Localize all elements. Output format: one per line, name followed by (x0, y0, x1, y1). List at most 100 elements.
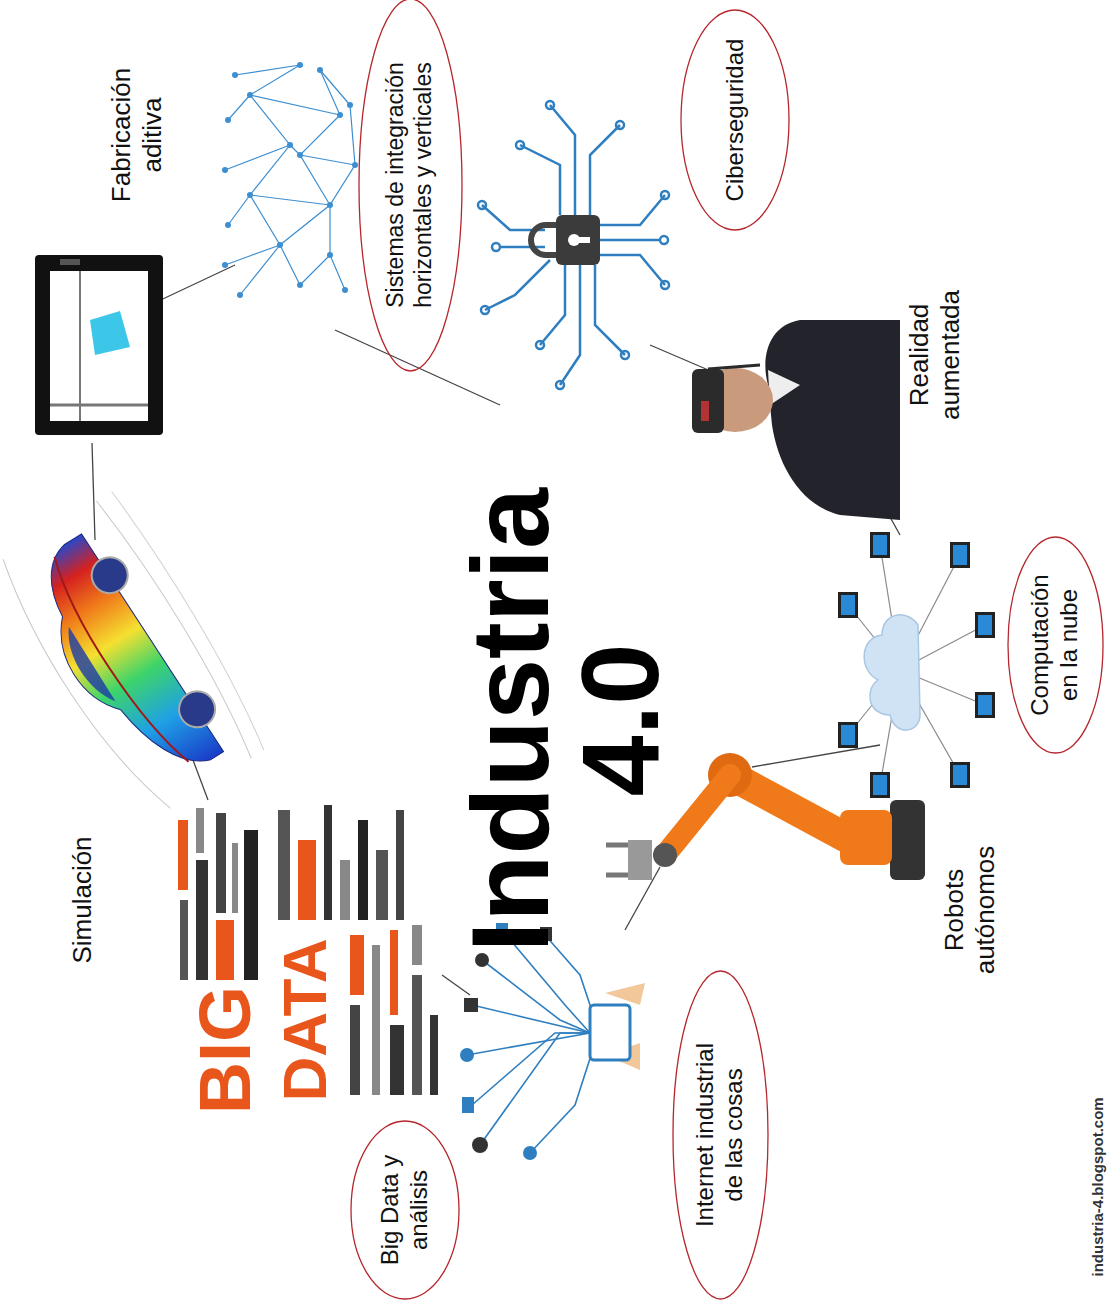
node-text: Sistemas de integración horizontales y v… (382, 45, 437, 325)
ring-line (752, 745, 880, 767)
word-cloud-word (278, 810, 290, 920)
3d-printer (35, 255, 163, 435)
network-dot (222, 262, 228, 268)
circuit-trace (536, 341, 544, 349)
circuit-trace (492, 243, 500, 251)
3d-printer (50, 271, 148, 421)
word-cloud-word (178, 820, 188, 890)
monitor (950, 762, 970, 788)
monitor (953, 545, 967, 565)
wordcloud-word: BIG (189, 986, 261, 1114)
item-label: Simulación (67, 800, 98, 1000)
iot-icon (464, 998, 478, 1012)
tablet (590, 983, 645, 1070)
network-dot (222, 62, 358, 298)
network-dot (347, 102, 353, 108)
word-cloud-word (412, 925, 422, 965)
word-cloud-word (216, 813, 226, 913)
integration-network (225, 65, 300, 225)
word-cloud-word (244, 830, 258, 980)
network-dot (225, 117, 231, 123)
ring-line (92, 265, 900, 995)
circuit-trace (600, 195, 665, 225)
word-cloud-word (358, 820, 368, 920)
circuit-trace (556, 381, 564, 389)
ellipse-outline (681, 10, 789, 230)
integration-network (330, 105, 355, 290)
network-dot (337, 112, 343, 118)
circuit-trace (520, 145, 560, 215)
circuit-trace (600, 255, 665, 285)
word-cloud-word (196, 860, 208, 980)
network-dot (287, 142, 293, 148)
word-cloud-word (180, 900, 188, 980)
circuit-trace (485, 260, 550, 310)
ellipse-outline (673, 971, 768, 1299)
network-dot (225, 222, 231, 228)
monitor (873, 535, 887, 555)
iot-circuit (467, 930, 595, 1153)
node-text: Big Data y análisis (376, 1145, 434, 1275)
item-label: Fabricación aditiva (106, 55, 168, 215)
robot-arm (628, 840, 652, 880)
robot-arm (606, 843, 628, 848)
highlight-ellipse: Internet industrial de las cosas (672, 970, 769, 1300)
robot-arm (890, 800, 925, 880)
network-dot (237, 292, 243, 298)
ellipse-outline (359, 0, 462, 371)
highlight-ellipse: Big Data y análisis (350, 1120, 460, 1300)
word-cloud-word (390, 930, 398, 1015)
integration-network (300, 70, 355, 285)
circuit-trace (481, 306, 489, 314)
monitor (841, 725, 855, 745)
watermark: industria-4.blogspot.com (1089, 1097, 1107, 1276)
circuit-trace (595, 265, 625, 355)
circuit-trace (616, 121, 624, 129)
word-cloud-word (372, 945, 380, 1095)
simulation-car (57, 627, 115, 709)
circuit-trace (560, 265, 580, 385)
network-dot (327, 202, 333, 208)
word-cloud-word (298, 840, 316, 920)
monitor (838, 592, 858, 618)
item-label: Realidad aumentada (904, 275, 966, 435)
network-dot (277, 242, 283, 248)
item-label: Robots autónomos (939, 830, 1001, 990)
network-dot (297, 282, 303, 288)
circuit-trace (600, 239, 660, 242)
circuit-trace (478, 201, 486, 209)
word-cloud-word (396, 810, 404, 920)
monitor (978, 695, 992, 715)
padlock (556, 215, 600, 265)
circuit-trace (500, 246, 545, 249)
vr-man (708, 365, 760, 369)
word-cloud-word (390, 1025, 404, 1095)
circuit-trace (660, 236, 668, 244)
tablet (605, 983, 645, 1005)
monitor (838, 532, 995, 798)
padlock (531, 225, 560, 255)
circuit-trace (661, 191, 669, 199)
circuit-trace (478, 101, 669, 389)
circuit-trace (546, 101, 554, 109)
word-cloud-word (430, 1015, 438, 1095)
circuit-trace (516, 141, 524, 149)
vr-man (701, 401, 709, 421)
tablet (590, 1005, 630, 1060)
word-cloud-word (196, 808, 204, 853)
simulation-car (172, 684, 222, 734)
wordcloud-word: DATA (274, 939, 336, 1102)
node-text: Internet industrial de las cosas (691, 1035, 749, 1235)
iot-icon (460, 923, 552, 1160)
monitor (978, 615, 992, 635)
word-cloud-word (350, 935, 364, 995)
simulation-car (0, 489, 274, 821)
highlight-ellipse: Computación en la nube (1007, 536, 1104, 754)
integration-network (225, 95, 340, 265)
network-dot (297, 62, 303, 68)
node-text: Ciberseguridad (721, 39, 750, 202)
ellipse-outline (1008, 537, 1103, 753)
3d-printer (60, 259, 80, 265)
iot-icon (462, 1097, 474, 1113)
highlight-ellipse: Sistemas de integración horizontales y v… (358, 0, 463, 372)
